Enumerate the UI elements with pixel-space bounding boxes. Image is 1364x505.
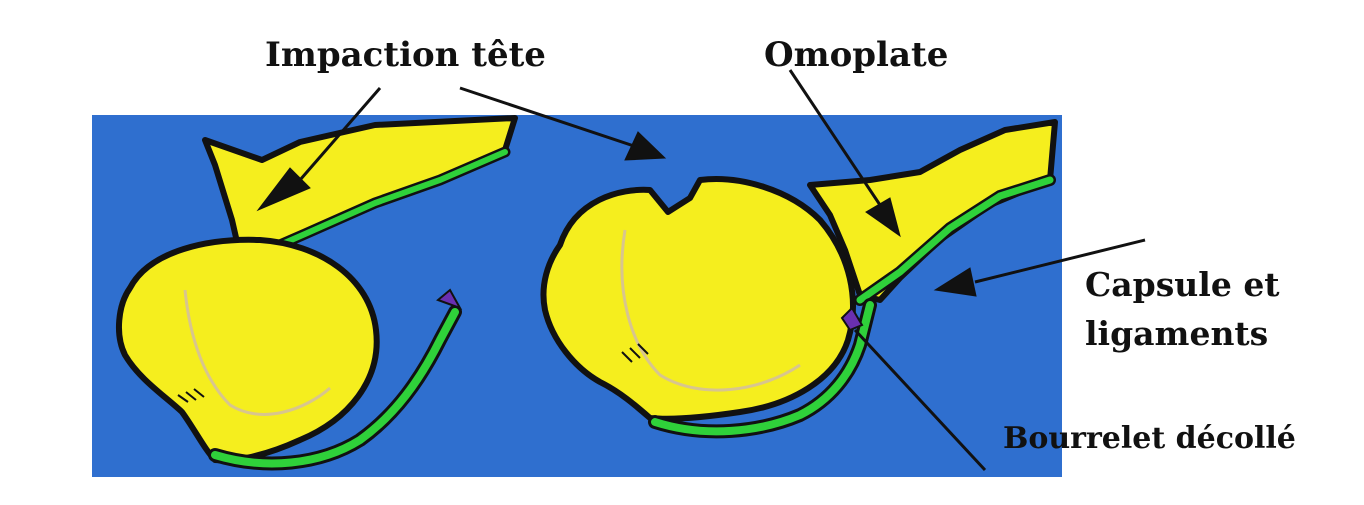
- label-impaction-tete: Impaction tête: [265, 35, 546, 75]
- label-capsule-line1: Capsule et: [1085, 265, 1280, 304]
- label-capsule-line2: ligaments: [1085, 314, 1268, 353]
- label-omoplate: Omoplate: [764, 35, 948, 75]
- label-bourrelet-decolle: Bourrelet décollé: [1003, 421, 1296, 456]
